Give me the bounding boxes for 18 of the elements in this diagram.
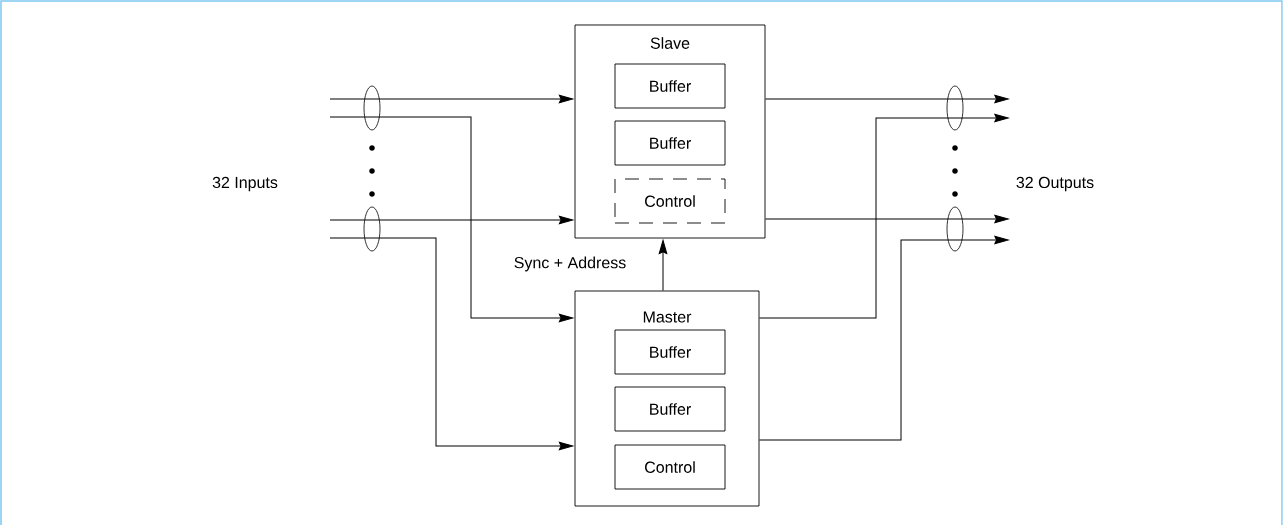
arrow <box>758 235 1009 441</box>
side-label: 32 Outputs <box>1016 176 1094 192</box>
arrow <box>658 239 668 292</box>
block-box: Buffer <box>614 63 726 109</box>
arrow <box>329 116 574 323</box>
side-label: 32 Inputs <box>212 176 278 192</box>
arrow <box>329 94 574 104</box>
arrow <box>764 214 1009 224</box>
arrow <box>329 215 574 225</box>
block-box: Control <box>614 444 726 490</box>
block-box: Control <box>614 178 726 224</box>
arrow <box>329 237 574 451</box>
edge-label: Sync + Address <box>514 256 626 272</box>
arrow <box>758 113 1009 319</box>
arrow <box>764 94 1009 104</box>
block-box: Buffer <box>614 386 726 432</box>
block-box: Buffer <box>614 329 726 375</box>
block-box: Buffer <box>614 120 726 166</box>
